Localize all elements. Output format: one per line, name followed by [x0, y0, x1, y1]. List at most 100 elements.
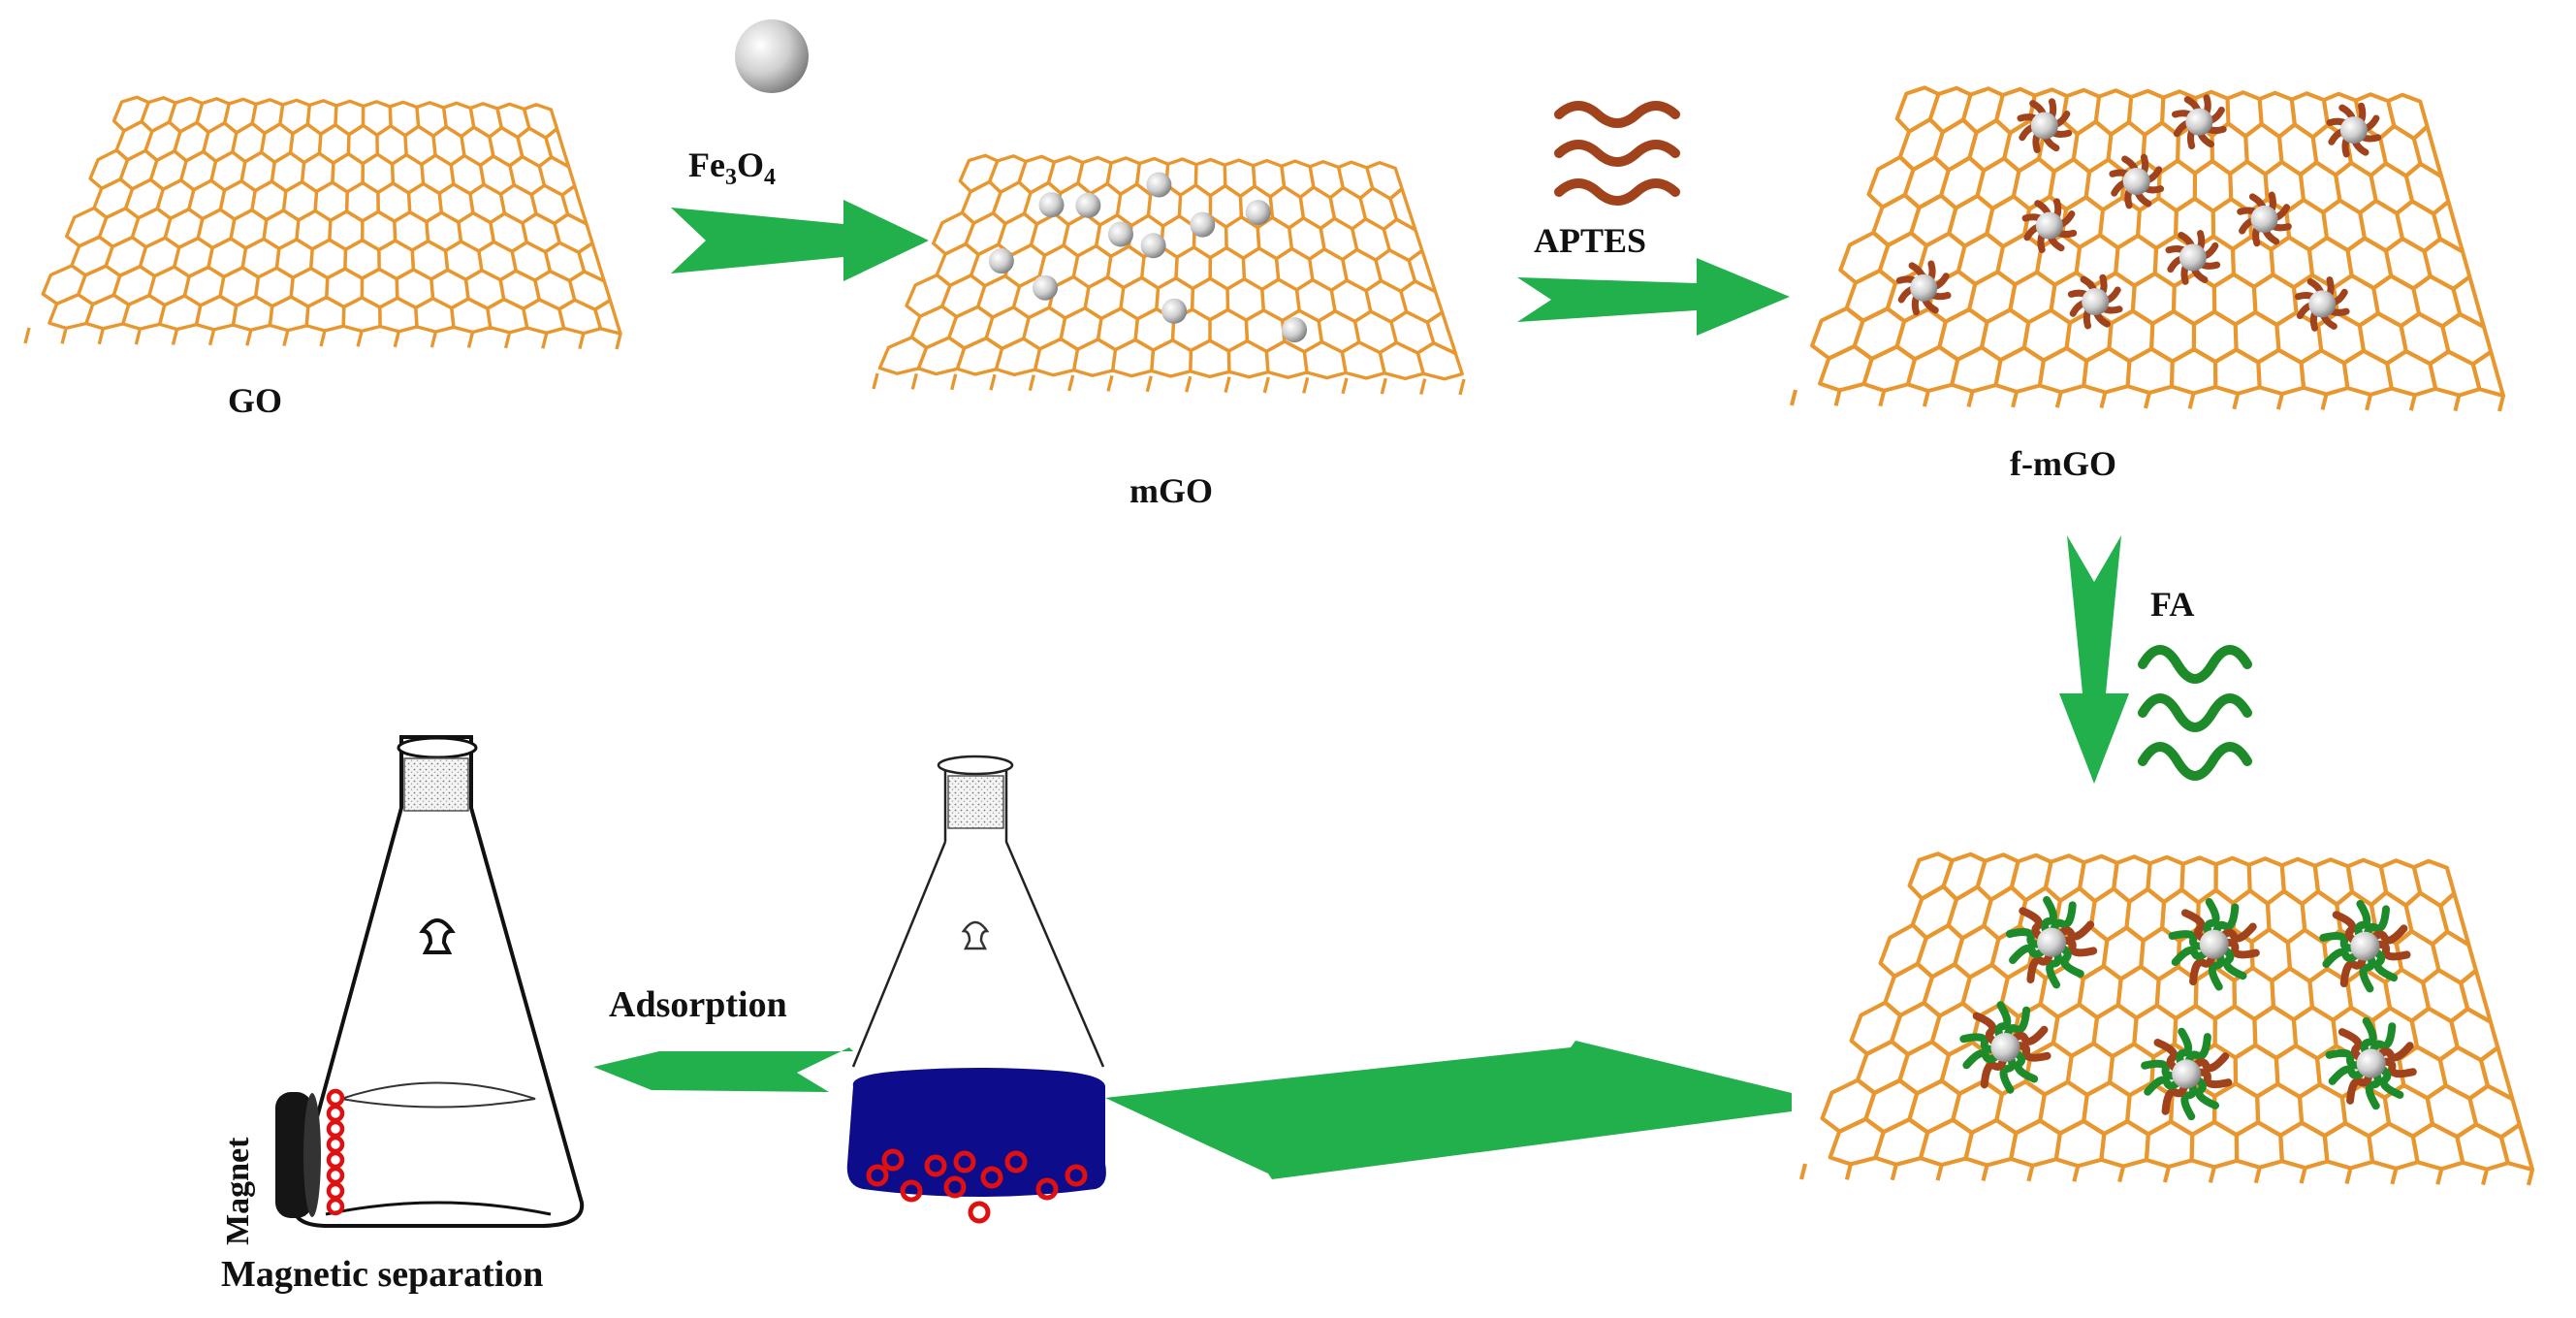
fmgo-graphene-sheet	[1790, 85, 2506, 412]
aptes-functionalized-particle	[2294, 276, 2350, 332]
magnet-icon	[275, 1092, 321, 1218]
fe3o4-nanoparticle-icon	[2339, 116, 2368, 145]
fa-functionalized-particles	[1959, 895, 2417, 1121]
fe3o4-nanoparticle-icon	[1245, 200, 1271, 226]
aptes-functionalized-particle	[2017, 98, 2073, 153]
label-adsorption: Adsorption	[609, 984, 787, 1025]
fe3o4-nanoparticle-icon	[2199, 929, 2229, 959]
pollutant-ring-icon	[900, 1179, 923, 1203]
pollutant-ring-icon	[326, 1166, 345, 1185]
fa-functionalized-particle	[2005, 895, 2098, 989]
pollutant-ring-icon	[968, 1201, 991, 1224]
flask-icon	[846, 755, 1106, 1197]
go-graphene-sheet	[23, 95, 622, 350]
fe3o4-nanoparticle-icon	[988, 248, 1014, 274]
arrow-fmgo-to-fa	[2059, 535, 2129, 784]
label-fmgo: f-mGO	[2010, 444, 2116, 483]
pollutant-ring-icon	[326, 1135, 345, 1154]
arrow-mgo-to-fmgo	[1517, 258, 1790, 336]
label-magnetic-separation: Magnetic separation	[221, 1254, 543, 1295]
pollutant-ring-icon	[1035, 1177, 1059, 1201]
pollutant-ring-icon	[1004, 1150, 1028, 1173]
aptes-functionalized-particle	[2109, 153, 2165, 209]
fa-functionalized-particle	[1959, 1001, 2051, 1094]
fa-functionalized-particle	[2168, 898, 2260, 991]
fe3o4-nanoparticle-icon	[2356, 1048, 2386, 1078]
fe3o4-nanoparticle-icon	[1107, 221, 1133, 247]
fe3o4-nanoparticle-icon	[1033, 274, 1059, 301]
fe3o4-nanoparticle-icon	[2035, 211, 2063, 240]
aptes-functionalized-particle	[2326, 102, 2382, 158]
fe3o4-nanoparticle-icon	[1140, 233, 1166, 259]
pollutant-ring-icon	[326, 1181, 345, 1201]
fe3o4-nanoparticle-icon	[2082, 288, 2110, 316]
fe3o4-nanoparticle-icon	[1282, 317, 1308, 343]
pollutant-ring-icon	[881, 1148, 905, 1172]
label-go: GO	[228, 381, 282, 420]
pollutant-ring-icon	[326, 1197, 345, 1216]
pollutant-ring-icon	[326, 1119, 345, 1139]
arrow-fa-to-flask	[1105, 1041, 1792, 1179]
label-fe3o4: Fe3O4	[688, 145, 776, 190]
pollutant-ring-icon	[980, 1166, 1003, 1189]
aptes-functionalized-particle	[2021, 198, 2078, 254]
fa-fmgo-graphene-sheet	[1798, 852, 2535, 1186]
fe3o4-nanoparticle-icon	[1910, 273, 1938, 302]
fe3o4-nanoparticle-icon	[2250, 205, 2278, 233]
pollutant-ring-icon	[943, 1175, 967, 1199]
fe3o4-nanoparticle-icon	[1075, 192, 1101, 218]
fe3o4-nanoparticle-icon	[2350, 931, 2380, 961]
pollutant-ring-icon	[953, 1150, 976, 1173]
aptes-functionalized-particle	[1895, 260, 1952, 316]
fa-functionalized-particle	[2319, 899, 2411, 993]
aptes-functionalized-particle	[2067, 273, 2123, 330]
fe3o4-nanoparticle-icon	[2037, 927, 2067, 957]
fe3o4-nanoparticle-icon	[2308, 290, 2337, 318]
fe3o4-sub4: 4	[764, 165, 776, 190]
hexagon-lattice	[1790, 85, 2506, 412]
label-mgo: mGO	[1129, 471, 1213, 510]
fe3o4-nanoparticle-icon	[1990, 1033, 2020, 1063]
aptes-functionalized-particle	[2165, 230, 2221, 285]
fa-functionalized-particle	[2325, 1016, 2417, 1110]
label-fa: FA	[2150, 585, 2194, 624]
fe3o4-o: O	[737, 145, 764, 184]
separation-flask-icon	[291, 735, 585, 1228]
mgo-graphene-sheet	[872, 153, 1466, 396]
pollutant-rings-at-magnet	[326, 1088, 345, 1216]
aptes-functionalized-particle	[2237, 191, 2292, 247]
fa-wave-icon	[2138, 645, 2252, 781]
pollutant-ring-icon	[326, 1104, 345, 1123]
pollutant-rings-in-solution	[866, 1148, 1088, 1224]
pollutant-ring-icon	[924, 1154, 947, 1177]
pollutant-ring-icon	[866, 1164, 889, 1187]
hexagon-lattice	[872, 153, 1466, 396]
fe3o4-nanoparticle-icon	[1190, 211, 1216, 238]
fa-functionalized-particle	[2141, 1027, 2233, 1121]
fe3o4-nanoparticle-icon	[2030, 112, 2058, 140]
label-magnet: Magnet	[220, 1137, 256, 1245]
aptes-functionalized-particle	[2172, 94, 2227, 149]
fe3o4-nanoparticle-icon	[1146, 172, 1172, 198]
fe3o4-sub3: 3	[725, 165, 737, 190]
fe3o4-fe: Fe	[688, 145, 725, 184]
fe3o4-nanoparticle-icon	[2178, 243, 2207, 272]
fe3o4-nanoparticle-icon	[2185, 108, 2213, 136]
mgo-nanoparticles	[988, 172, 1308, 343]
arrow-adsorption	[593, 1047, 853, 1092]
arrow-go-to-mgo	[671, 200, 929, 281]
pollutant-ring-icon	[326, 1088, 345, 1108]
label-aptes: APTES	[1534, 221, 1646, 260]
hexagon-lattice	[23, 95, 622, 350]
fe3o4-nanoparticle-icon	[2122, 168, 2150, 196]
aptes-wave-icon	[1554, 101, 1680, 206]
hexagon-lattice	[1798, 852, 2535, 1186]
fmgo-aptes-particles	[1895, 94, 2382, 332]
fe3o4-nanoparticle-icon	[1038, 192, 1065, 218]
fe3o4-nanoparticle-icon	[1161, 298, 1188, 324]
pollutant-ring-icon	[1065, 1164, 1088, 1187]
pollutant-ring-icon	[326, 1150, 345, 1170]
fe3o4-nanoparticle-icon	[2172, 1059, 2202, 1089]
fe3o4-sphere-icon	[735, 19, 809, 93]
